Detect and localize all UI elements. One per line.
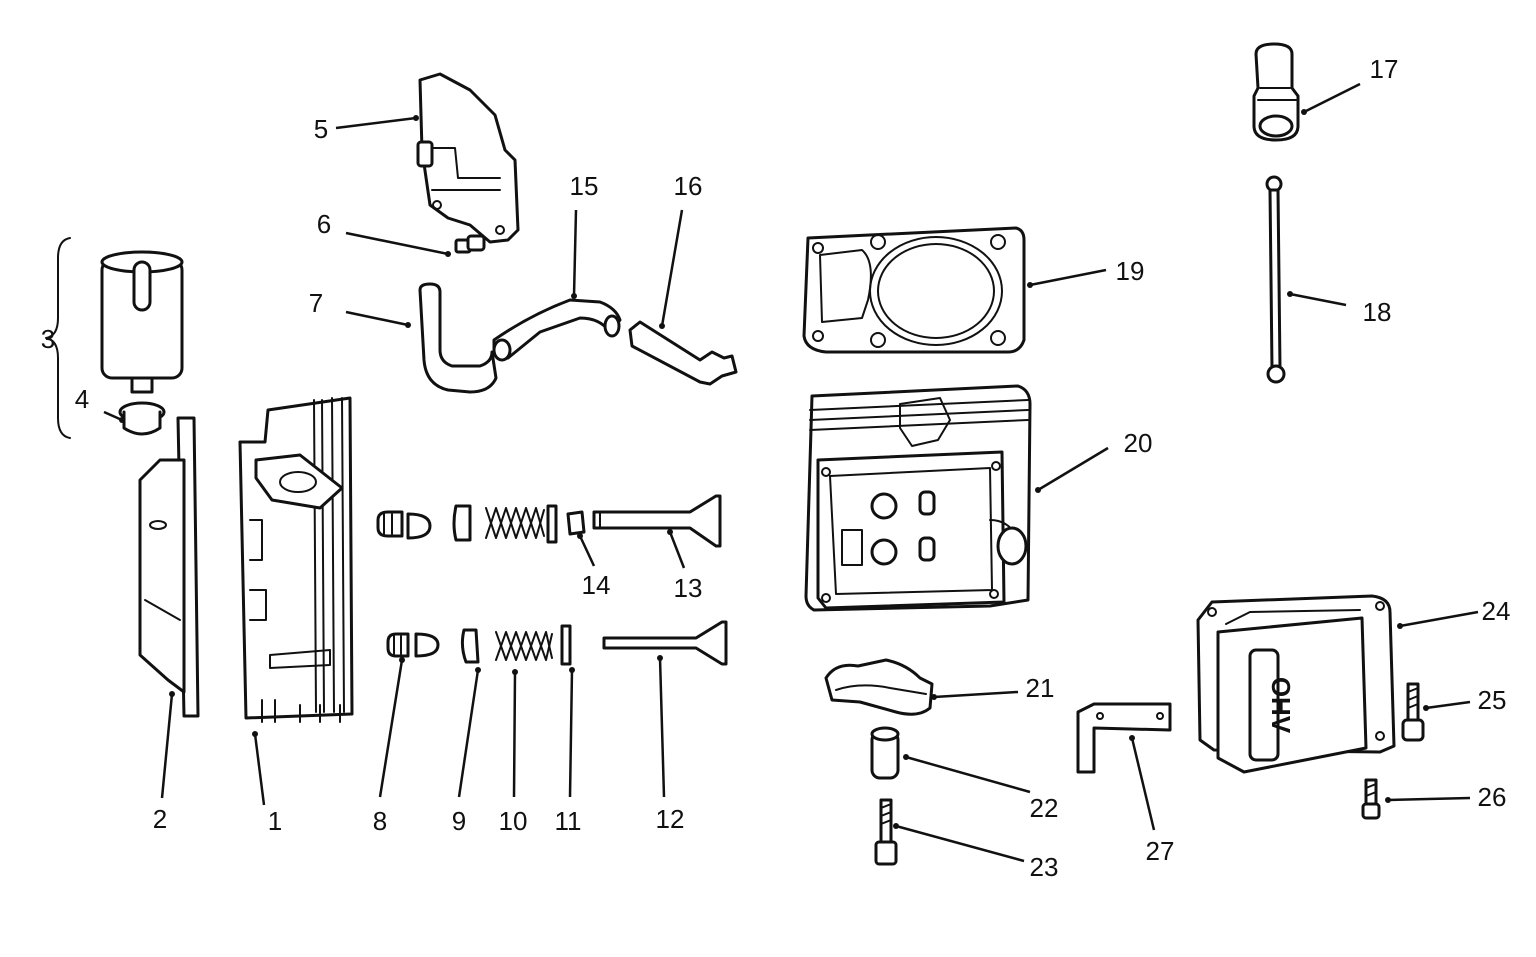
callout-part-16: 16 <box>674 171 703 201</box>
callout-part-17: 17 <box>1370 54 1399 84</box>
callout-part-26: 26 <box>1478 782 1507 812</box>
part-27-bracket <box>1076 702 1172 774</box>
callout-part-20: 20 <box>1124 428 1153 458</box>
part-1-cylinder-block <box>238 396 354 723</box>
part-17-tappet <box>1252 42 1300 142</box>
callout-part-11: 11 <box>555 806 582 836</box>
part-21-rocker-arm <box>824 658 934 716</box>
part-6-screw <box>454 234 486 254</box>
callout-part-9: 9 <box>452 806 466 836</box>
callout-part-18: 18 <box>1363 297 1392 327</box>
part-5-rocker-cover <box>416 72 520 244</box>
callout-part-19: 19 <box>1116 256 1145 286</box>
part-23-rocker-stud <box>874 798 898 866</box>
part-19-head-gasket <box>802 226 1026 354</box>
callout-1-part-2: 2 <box>153 804 167 834</box>
spring-seat-upper <box>546 504 558 544</box>
spring-retainer-upper <box>452 504 472 542</box>
callout-part-14: 14 <box>582 570 611 600</box>
part-13-intake-valve <box>592 494 722 548</box>
callout-part-22: 22 <box>1030 793 1059 823</box>
callout-part-7: 7 <box>309 288 323 318</box>
callout-part-25: 25 <box>1478 685 1507 715</box>
valve-keepers-upper <box>376 510 432 540</box>
callout-part-24: 24 <box>1482 596 1511 626</box>
part-8-valve-keepers <box>386 632 440 658</box>
callout-labels: 2 1 3 4 5 6 7 8 9 10 11 12 13 14 15 16 1… <box>41 54 1511 882</box>
callout-part-13: 13 <box>674 573 703 603</box>
callout-part-27: 27 <box>1146 836 1175 866</box>
callout-part-3: 3 <box>41 324 55 354</box>
part-2-side-cover <box>138 416 200 718</box>
valve-spring-upper <box>485 507 545 539</box>
part-9-spring-retainer <box>460 628 480 664</box>
part-10-valve-spring <box>495 631 553 661</box>
part-11-spring-seat <box>560 624 572 666</box>
part-14-valve-seal <box>566 510 586 536</box>
part-16-hose <box>628 320 738 386</box>
part-24-rocker-cover: OHV <box>1196 594 1396 774</box>
part-26-bolt <box>1361 778 1381 820</box>
callout-part-15: 15 <box>570 171 599 201</box>
leader-end-dots <box>119 109 1429 829</box>
part-18-push-rod <box>1265 175 1286 384</box>
callout-part-4: 4 <box>75 384 89 414</box>
callout-part-12: 12 <box>656 804 685 834</box>
part-15-hose <box>492 298 622 362</box>
callout-part-6: 6 <box>317 209 331 239</box>
part-22-pivot <box>870 726 900 780</box>
callout-part-10: 10 <box>499 806 528 836</box>
part-20-cylinder-head <box>804 384 1032 612</box>
callout-part-8: 8 <box>373 806 387 836</box>
callout-part-23: 23 <box>1030 852 1059 882</box>
leader-lines <box>103 82 1479 863</box>
part-7-hose <box>418 282 498 394</box>
callout-part-1: 1 <box>268 806 282 836</box>
callout-part-5: 5 <box>314 114 328 144</box>
callout-part-21: 21 <box>1026 673 1055 703</box>
part-3-breather-assembly <box>45 237 184 439</box>
ohv-emblem-text: OHV <box>1266 677 1296 734</box>
part-25-bolt <box>1401 682 1425 742</box>
part-12-exhaust-valve <box>602 620 728 666</box>
part-4-breather-grommet <box>118 401 166 436</box>
